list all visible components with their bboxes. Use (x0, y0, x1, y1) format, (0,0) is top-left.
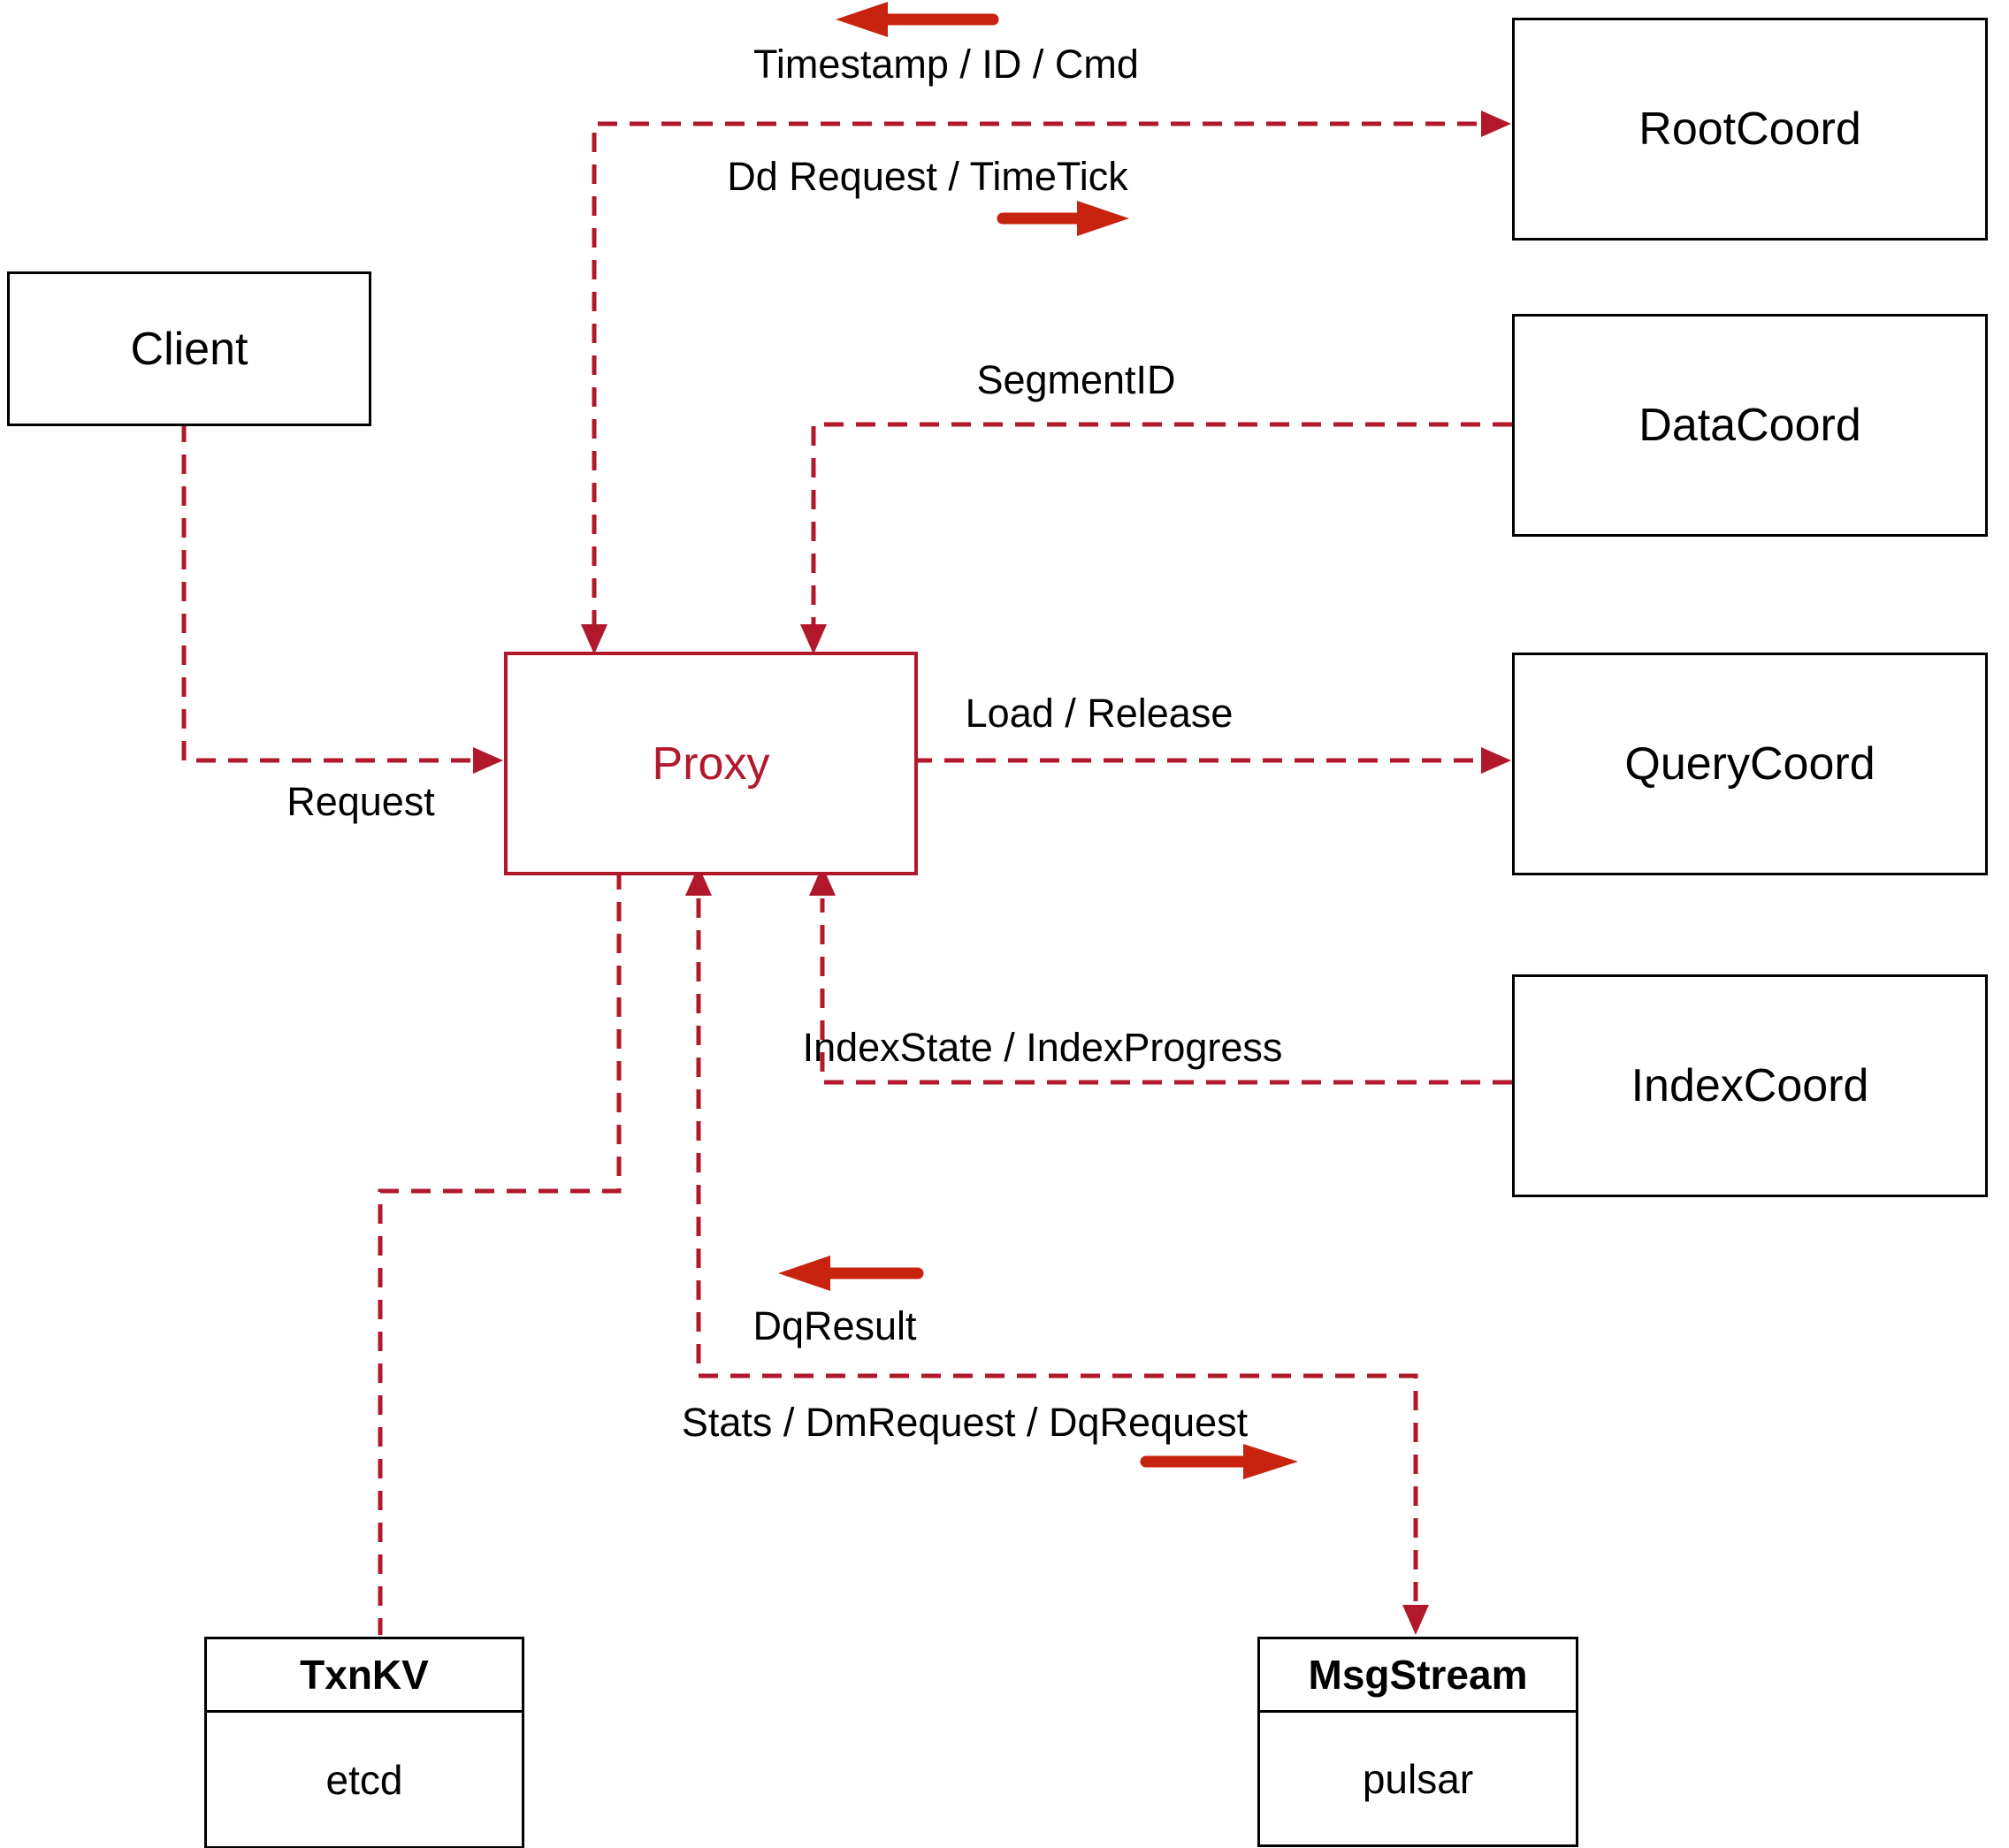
node-rootcoord: RootCoord (1512, 18, 1988, 241)
edge-label-indexstate-indexprogress: IndexState / IndexProgress (802, 1025, 1283, 1070)
node-client-label: Client (130, 323, 248, 375)
node-txnkv-subtitle: etcd (325, 1756, 403, 1803)
node-datacoord-label: DataCoord (1639, 400, 1861, 451)
arrowhead-right-into-querycoord-icon (1481, 747, 1511, 774)
edge-proxy-querycoord (913, 747, 1511, 774)
arrowhead-down-into-msgstream-icon (1402, 1605, 1429, 1635)
edge-datacoord-proxy (800, 422, 1512, 654)
arrowhead-right-into-proxy-icon (473, 747, 503, 774)
edge-label-request: Request (286, 779, 435, 824)
edge-client-proxy-line (181, 423, 470, 763)
edge-proxy-msgstream (685, 866, 1429, 1635)
node-indexcoord-label: IndexCoord (1631, 1060, 1869, 1111)
node-client: Client (7, 271, 371, 426)
edge-label-stats-dmrequest-dqrequest: Stats / DmRequest / DqRequest (681, 1400, 1249, 1445)
edge-label-timestamp-id-cmd: Timestamp / ID / Cmd (753, 42, 1139, 87)
edge-label-segmentid: SegmentID (976, 357, 1176, 402)
node-txnkv-title: TxnKV (207, 1639, 522, 1713)
edge-datacoord-proxy-line (811, 422, 1512, 630)
arrowhead-down-into-proxy-icon (800, 624, 827, 654)
node-querycoord-label: QueryCoord (1624, 738, 1875, 790)
arrowhead-right-into-rootcoord-icon (1481, 111, 1511, 137)
arrowhead-up-into-proxy-icon (685, 866, 712, 896)
arrowhead-down-into-proxy-icon (581, 624, 607, 654)
edge-indexcoord-proxy-line (820, 898, 1512, 1085)
edge-label-dqresult: DqResult (752, 1303, 917, 1348)
edge-proxy-rootcoord (581, 111, 1511, 654)
node-querycoord: QueryCoord (1512, 653, 1988, 875)
node-proxy: Proxy (504, 652, 918, 875)
edge-proxy-txnkv-line (378, 870, 622, 1635)
node-proxy-label: Proxy (652, 737, 770, 790)
node-msgstream-title: MsgStream (1260, 1639, 1576, 1713)
node-datacoord: DataCoord (1512, 314, 1988, 537)
node-msgstream-subtitle: pulsar (1362, 1755, 1474, 1802)
edge-label-load-release: Load / Release (965, 691, 1234, 736)
arrowhead-up-into-proxy-icon (809, 866, 836, 896)
edge-proxy-msgstream-line (696, 898, 1418, 1602)
node-msgstream: MsgStream pulsar (1257, 1637, 1578, 1847)
edge-indexcoord-proxy (809, 866, 1512, 1085)
flow-arrow-stats-right-icon (1140, 1444, 1298, 1479)
edge-client-proxy (181, 423, 503, 774)
edge-label-dd-request-timetick: Dd Request / TimeTick (727, 154, 1128, 199)
flow-arrow-dqresult-left-icon (778, 1256, 924, 1291)
flow-arrow-timestamp-left-icon (836, 2, 999, 37)
node-indexcoord: IndexCoord (1512, 974, 1988, 1197)
edge-proxy-rootcoord-line (592, 121, 1478, 630)
edge-proxy-txnkv (378, 870, 622, 1635)
flow-arrow-ddrequest-right-icon (997, 201, 1129, 236)
node-rootcoord-label: RootCoord (1639, 103, 1861, 155)
node-txnkv: TxnKV etcd (204, 1637, 524, 1848)
